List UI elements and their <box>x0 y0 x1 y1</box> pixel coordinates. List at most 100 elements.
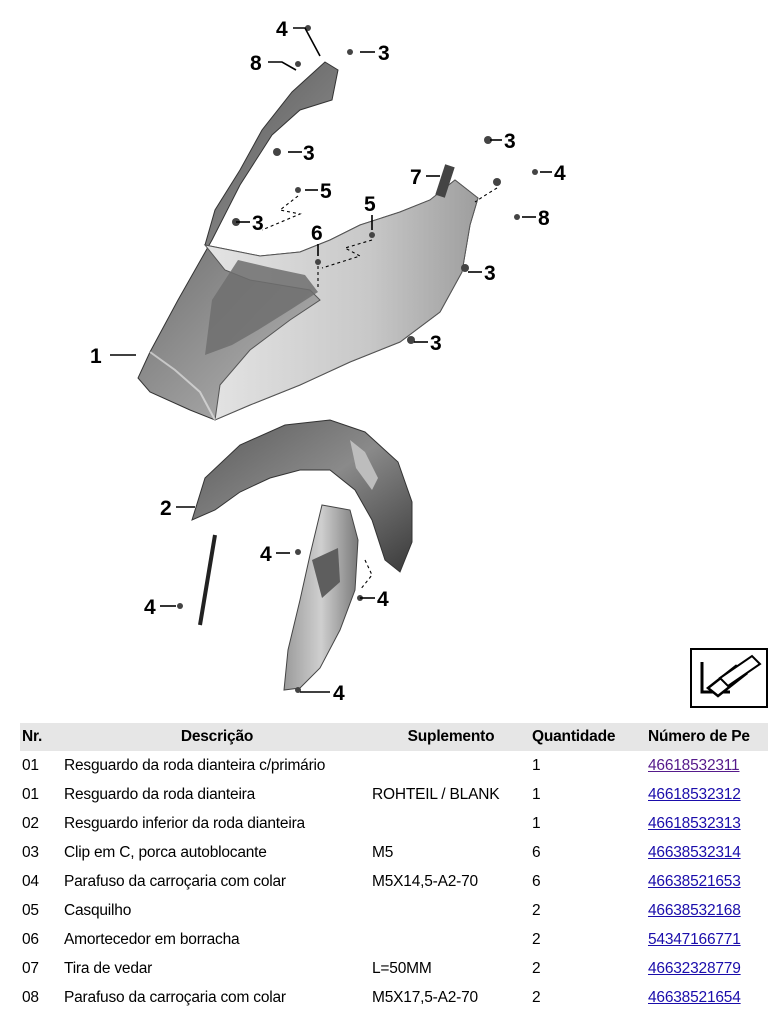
parts-diagram: 4 8 3 3 3 4 7 5 5 3 6 8 3 3 1 2 4 4 4 4 <box>90 18 566 705</box>
cell-description: Tira de vedar <box>64 959 153 977</box>
table-row: 02 Resguardo inferior da roda dianteira … <box>20 809 768 838</box>
part-number-link[interactable]: 54347166771 <box>648 930 741 948</box>
table-row: 04 Parafuso da carroçaria com colar M5X1… <box>20 867 768 896</box>
cell-part-number: 46618532312 <box>640 780 768 809</box>
view-change-icon[interactable] <box>690 648 768 708</box>
assembly-lines <box>261 187 498 591</box>
callout-4-fender-left: 4 <box>260 543 272 566</box>
cell-supplement: M5X17,5-A2-70 <box>372 988 478 1006</box>
part-number-link[interactable]: 46638532314 <box>648 843 741 861</box>
cell-part-number: 46638521654 <box>640 983 768 1012</box>
callout-numbers: 4 8 3 3 3 4 7 5 5 3 6 8 3 3 1 2 4 4 4 4 <box>90 18 566 705</box>
lower-fender-part <box>283 504 359 691</box>
callout-5-left: 5 <box>320 180 332 203</box>
callout-6: 6 <box>311 222 323 245</box>
damper-rod <box>198 534 217 626</box>
cell-nr: 01 <box>22 785 39 803</box>
column-header-supplement[interactable]: Suplemento <box>370 723 530 751</box>
table-row: 01 Resguardo da roda dianteira c/primári… <box>20 751 768 780</box>
parts-table: Nr. Descrição Suplemento Quantidade Núme… <box>20 723 768 1012</box>
part-number-link[interactable]: 46618532311 <box>648 756 740 774</box>
callout-3-left-upper: 3 <box>303 142 315 165</box>
part-number-link[interactable]: 46638521653 <box>648 872 741 890</box>
parts-diagram-svg: 4 8 3 3 3 4 7 5 5 3 6 8 3 3 1 2 4 4 4 4 <box>90 18 566 705</box>
cell-part-number: 46638532168 <box>640 896 768 925</box>
cell-quantity: 6 <box>532 872 541 890</box>
callout-5-right: 5 <box>364 193 376 216</box>
cell-supplement <box>370 896 530 925</box>
cell-part-number: 54347166771 <box>640 925 768 954</box>
callout-4-bottom: 4 <box>333 682 345 705</box>
callout-4-fender-right: 4 <box>377 588 389 611</box>
front-fairing-part <box>137 61 479 421</box>
cell-description: Parafuso da carroçaria com colar <box>64 988 286 1006</box>
cell-nr: 06 <box>22 930 39 948</box>
part-number-link[interactable]: 46632328779 <box>648 959 741 977</box>
callout-1: 1 <box>90 345 102 368</box>
callout-3-top: 3 <box>378 42 390 65</box>
cell-description: Amortecedor em borracha <box>64 930 240 948</box>
callout-3-right-lower: 3 <box>430 332 442 355</box>
cell-quantity: 6 <box>532 843 541 861</box>
cell-description: Clip em C, porca autoblocante <box>64 843 267 861</box>
callout-4-top: 4 <box>276 18 288 41</box>
cell-quantity: 2 <box>532 901 541 919</box>
part-number-link[interactable]: 46618532313 <box>648 814 741 832</box>
callout-2: 2 <box>160 497 172 520</box>
front-fender-part <box>191 419 413 573</box>
cell-part-number: 46618532311 <box>640 751 768 780</box>
callout-8-left: 8 <box>250 52 262 75</box>
callout-7: 7 <box>410 166 422 189</box>
cell-supplement: L=50MM <box>372 959 432 977</box>
callout-4-rod: 4 <box>144 596 156 619</box>
cell-nr: 07 <box>22 959 39 977</box>
cell-description: Resguardo da roda dianteira <box>64 785 256 803</box>
cell-part-number: 46638521653 <box>640 867 768 896</box>
table-row: 08 Parafuso da carroçaria com colar M5X1… <box>20 983 768 1012</box>
table-row: 07 Tira de vedar L=50MM 2 46632328779 <box>20 954 768 983</box>
cell-quantity: 1 <box>532 756 541 774</box>
table-header-row: Nr. Descrição Suplemento Quantidade Núme… <box>20 723 768 751</box>
cell-nr: 03 <box>22 843 39 861</box>
leader-lines <box>110 27 552 693</box>
cell-quantity: 2 <box>532 988 541 1006</box>
callout-3-right-upper: 3 <box>504 130 516 153</box>
table-row: 06 Amortecedor em borracha 2 54347166771 <box>20 925 768 954</box>
cell-supplement <box>370 809 530 838</box>
cell-quantity: 1 <box>532 785 541 803</box>
callout-3-left-mid: 3 <box>252 212 264 235</box>
cell-description: Resguardo da roda dianteira c/primário <box>64 756 326 774</box>
column-header-quantity[interactable]: Quantidade <box>530 723 640 751</box>
cell-supplement <box>370 751 530 780</box>
cell-quantity: 2 <box>532 930 541 948</box>
cell-nr: 02 <box>22 814 39 832</box>
part-number-link[interactable]: 46638532168 <box>648 901 741 919</box>
cell-nr: 08 <box>22 988 39 1006</box>
table-row: 03 Clip em C, porca autoblocante M5 6 46… <box>20 838 768 867</box>
cell-description: Parafuso da carroçaria com colar <box>64 872 286 890</box>
cell-description: Casquilho <box>64 901 132 919</box>
part-number-link[interactable]: 46618532312 <box>648 785 741 803</box>
cell-part-number: 46618532313 <box>640 809 768 838</box>
cell-nr: 05 <box>22 901 39 919</box>
cell-part-number: 46638532314 <box>640 838 768 867</box>
callout-4-right: 4 <box>554 162 566 185</box>
column-header-part-number[interactable]: Número de Pe <box>640 723 768 751</box>
column-header-nr[interactable]: Nr. <box>20 723 62 751</box>
cell-nr: 01 <box>22 756 39 774</box>
cell-supplement: M5X14,5-A2-70 <box>372 872 478 890</box>
cell-supplement <box>370 925 530 954</box>
callout-3-right-mid: 3 <box>484 262 496 285</box>
fasteners <box>177 25 538 693</box>
cell-quantity: 2 <box>532 959 541 977</box>
table-row: 01 Resguardo da roda dianteira ROHTEIL /… <box>20 780 768 809</box>
cell-part-number: 46632328779 <box>640 954 768 983</box>
column-header-description[interactable]: Descrição <box>62 723 370 751</box>
cell-supplement: ROHTEIL / BLANK <box>372 785 500 803</box>
cell-description: Resguardo inferior da roda dianteira <box>64 814 305 832</box>
part-number-link[interactable]: 46638521654 <box>648 988 741 1006</box>
cell-supplement: M5 <box>372 843 394 861</box>
cell-quantity: 1 <box>532 814 541 832</box>
callout-8-right: 8 <box>538 207 550 230</box>
cell-nr: 04 <box>22 872 39 890</box>
